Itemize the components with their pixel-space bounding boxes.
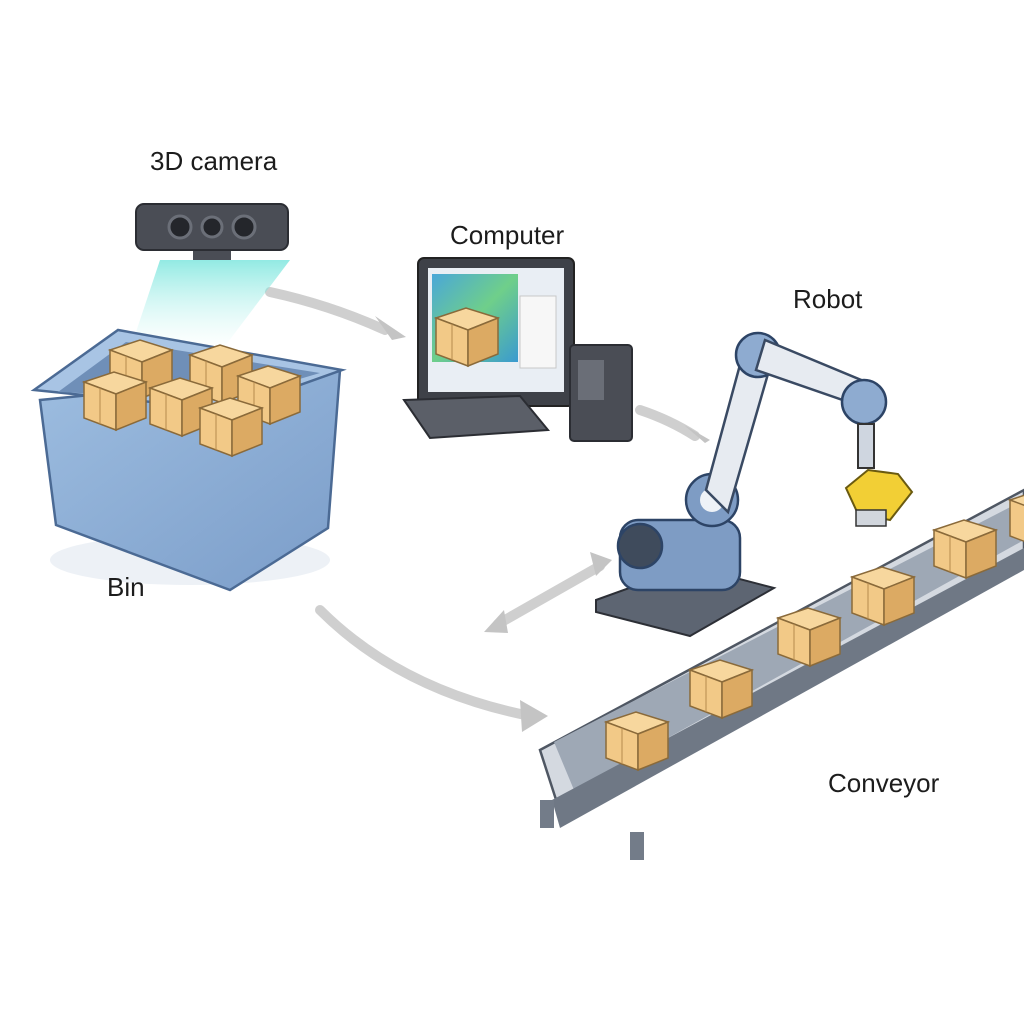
camera-label: 3D camera: [150, 146, 278, 176]
conveyor-icon: [538, 488, 1024, 860]
conveyor-label: Conveyor: [828, 768, 940, 798]
computer-label: Computer: [450, 220, 565, 250]
arrow-camera-to-computer: [265, 287, 390, 335]
bin-label: Bin: [107, 572, 145, 602]
robot-arm-icon: [595, 331, 914, 638]
arrow-bin-to-conveyor: [315, 605, 535, 721]
arrow-computer-to-robot: [635, 405, 700, 441]
bin-icon: [30, 328, 347, 592]
flow-arrow-icon: [265, 287, 700, 721]
3d-camera-icon: [130, 203, 290, 350]
computer-icon: [402, 257, 633, 442]
robot-label: Robot: [793, 284, 863, 314]
arrow-robot-to-bin: [493, 561, 605, 629]
